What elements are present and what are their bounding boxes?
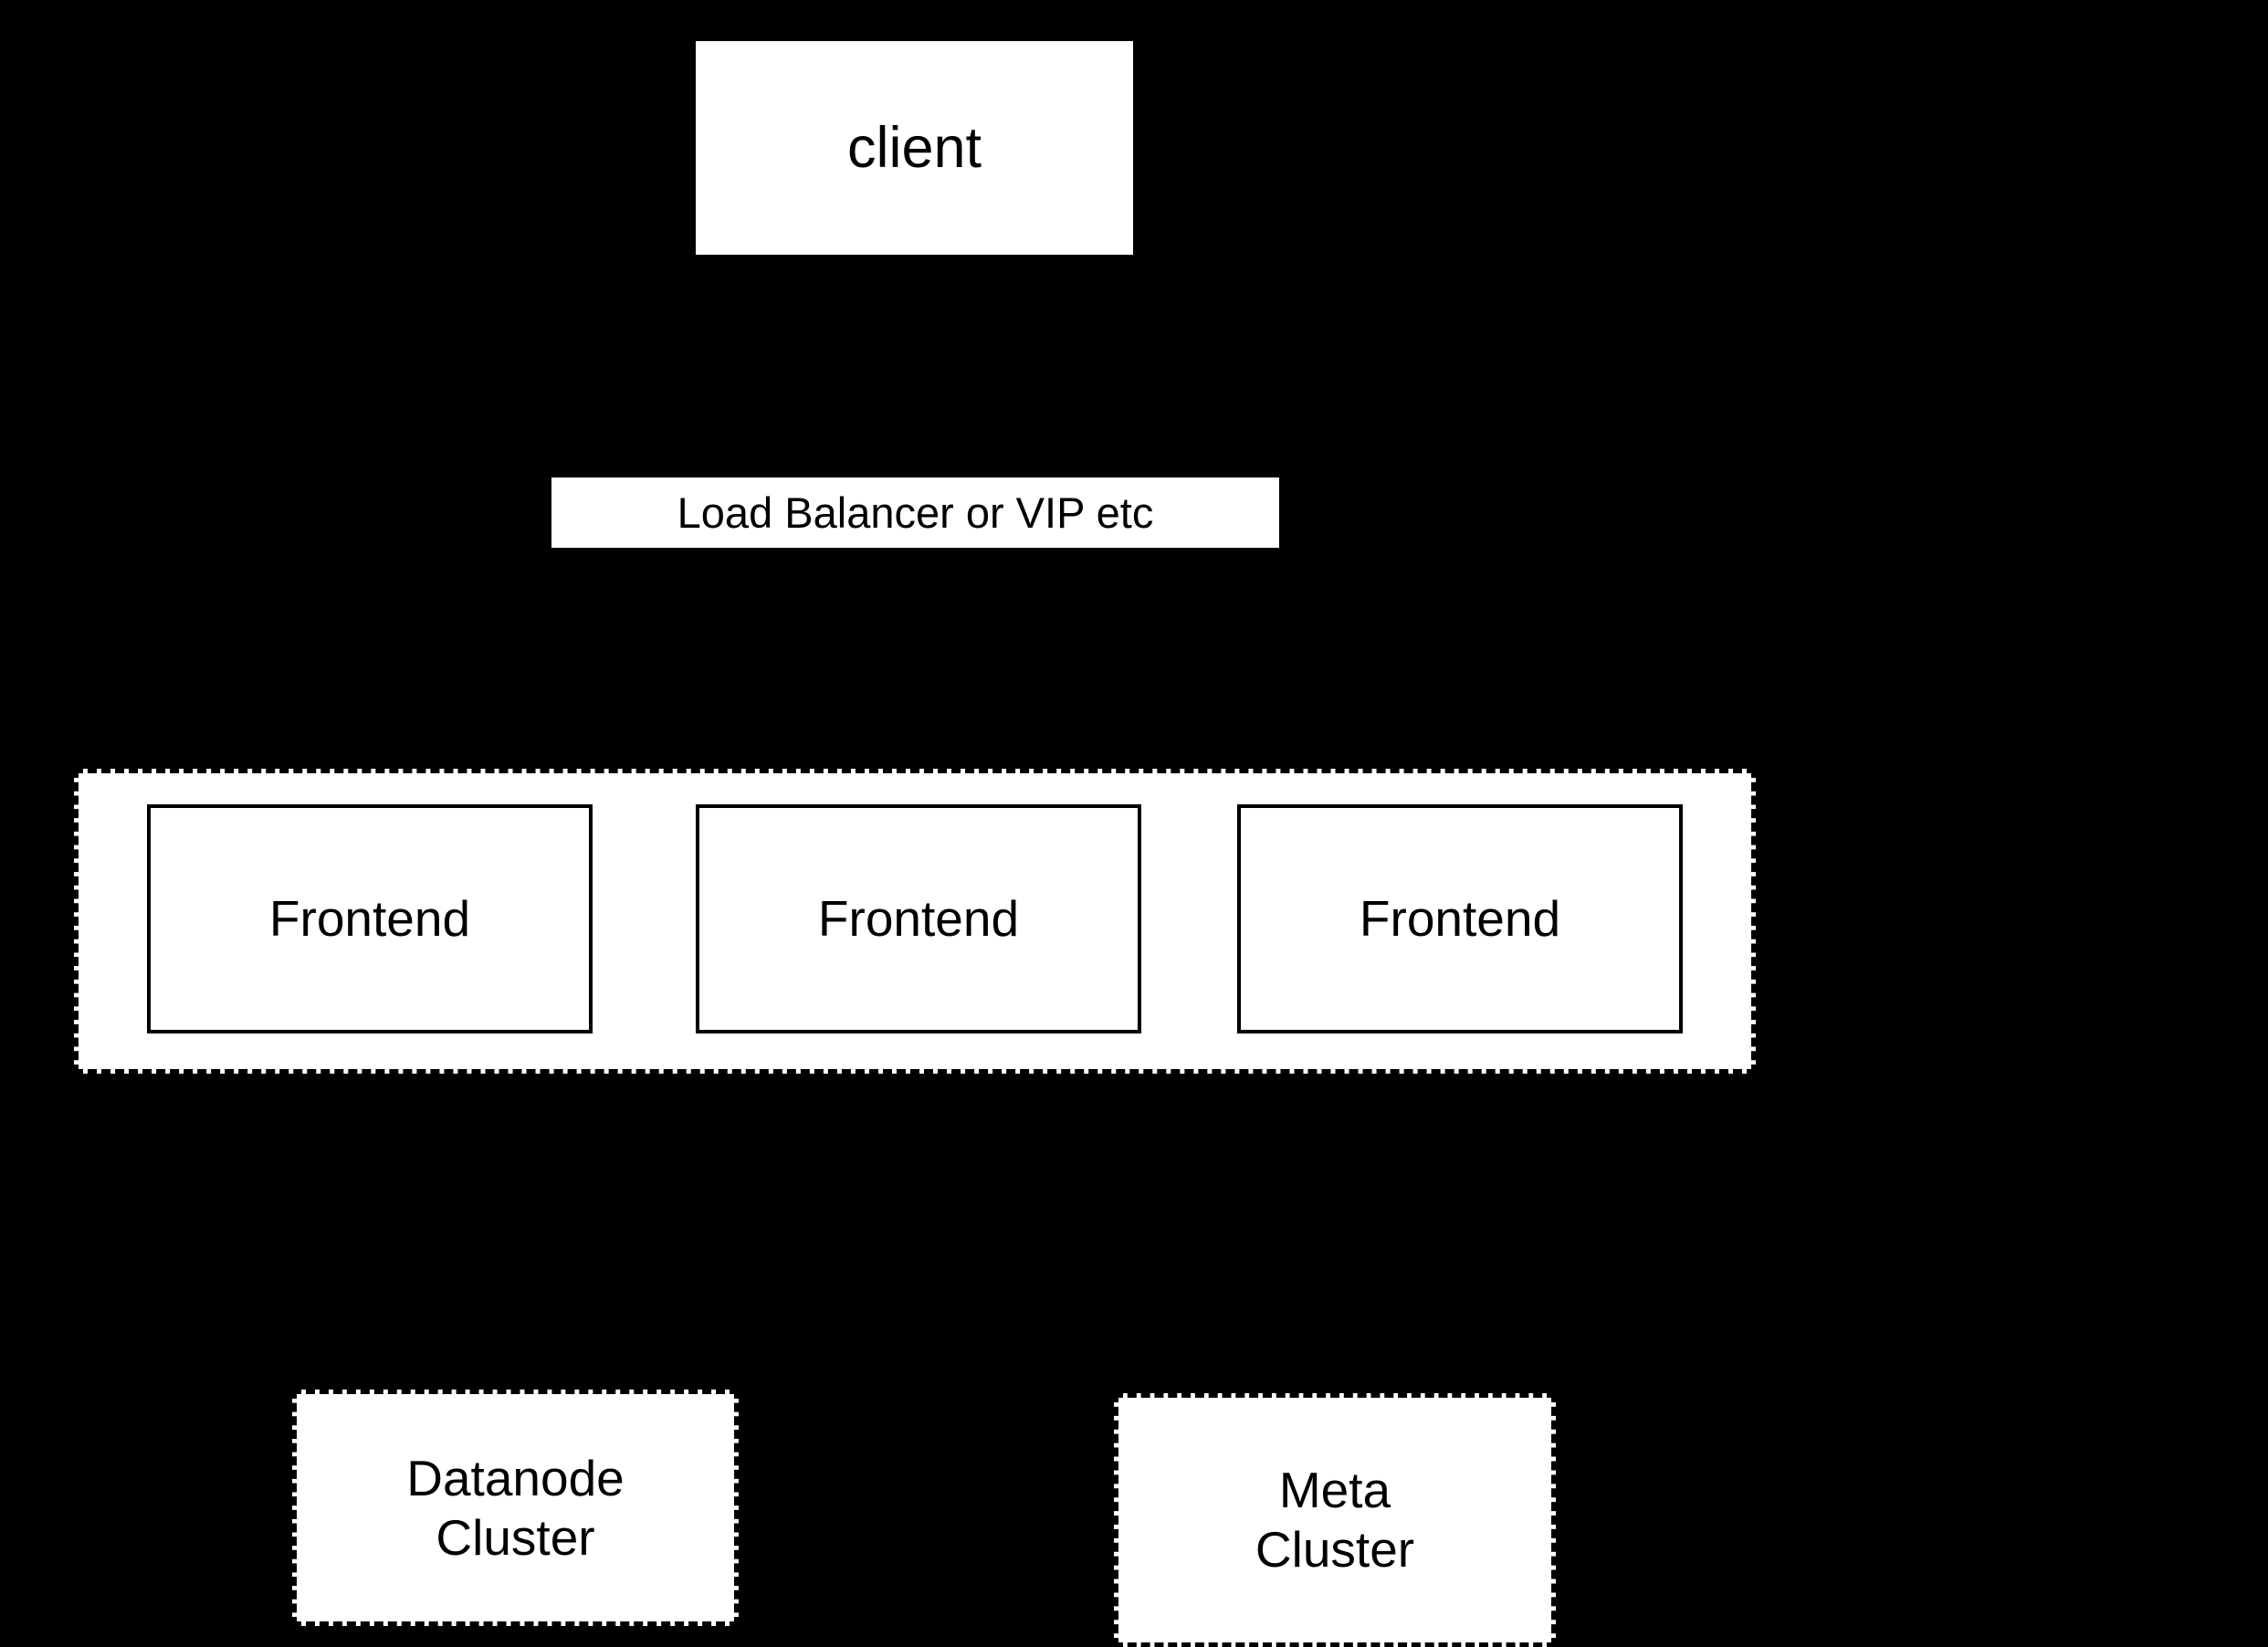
node-frontend-1-label: Frontend: [268, 890, 471, 948]
node-datanode-cluster-label: Datanode Cluster: [406, 1449, 625, 1566]
node-frontend-2[interactable]: Frontend: [696, 804, 1141, 1033]
node-frontend-3-label: Frontend: [1359, 890, 1561, 948]
node-frontend-2-label: Frontend: [817, 890, 1020, 948]
node-load-balancer-label: Load Balancer or VIP etc: [677, 488, 1154, 537]
node-client-label: client: [846, 115, 982, 180]
node-meta-cluster-label: Meta Cluster: [1255, 1462, 1415, 1578]
node-datanode-cluster[interactable]: Datanode Cluster: [292, 1390, 739, 1626]
node-frontend-1[interactable]: Frontend: [147, 804, 593, 1033]
node-frontend-3[interactable]: Frontend: [1237, 804, 1683, 1033]
node-load-balancer[interactable]: Load Balancer or VIP etc: [551, 477, 1279, 548]
node-meta-cluster[interactable]: Meta Cluster: [1114, 1393, 1556, 1647]
node-client[interactable]: client: [696, 41, 1133, 255]
